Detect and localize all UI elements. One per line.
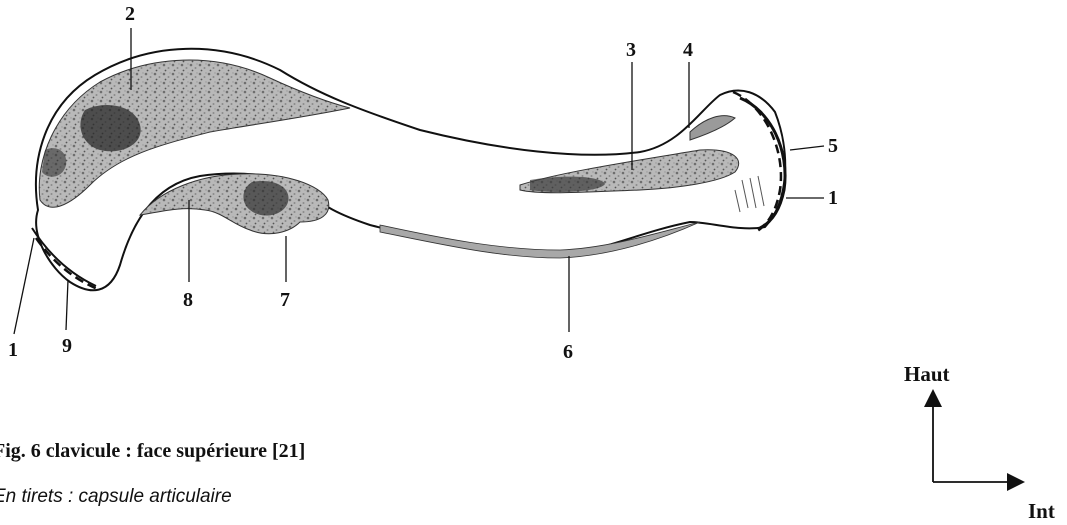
up-label: Haut bbox=[904, 362, 950, 386]
leader-5 bbox=[790, 146, 824, 150]
leader-9 bbox=[66, 280, 68, 330]
callout-3: 3 bbox=[626, 39, 636, 61]
orientation-indicator: Haut Int bbox=[904, 362, 1055, 523]
callout-2: 2 bbox=[125, 3, 135, 25]
callout-9: 9 bbox=[62, 335, 72, 357]
callout-5: 5 bbox=[828, 135, 838, 157]
figure-caption: Fig. 6 clavicule : face supérieure [21] bbox=[0, 440, 305, 463]
figure-legend: En tirets : capsule articulaire bbox=[0, 486, 232, 508]
leader-1-left bbox=[14, 238, 34, 334]
right-label: Int bbox=[1028, 499, 1055, 523]
callout-1-left: 1 bbox=[8, 339, 18, 361]
callout-1-right: 1 bbox=[828, 187, 838, 209]
callout-4: 4 bbox=[683, 39, 693, 61]
callout-7: 7 bbox=[280, 289, 290, 311]
callout-6: 6 bbox=[563, 341, 573, 363]
callout-8: 8 bbox=[183, 289, 193, 311]
